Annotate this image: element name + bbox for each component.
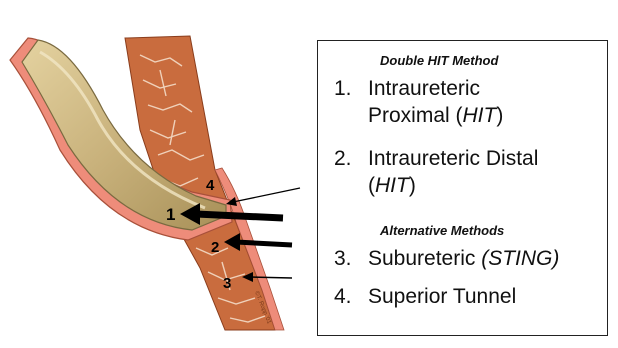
label-3: 3 [223,275,231,292]
item-line1: Intraureteric [368,77,480,100]
item-number: 3. [334,245,368,272]
item-number: 1. [334,75,368,102]
label-1: 1 [166,205,175,224]
heading-double-hit: Double HIT Method [380,53,498,68]
label-4: 4 [206,177,215,194]
item-number: 4. [334,283,368,310]
item-line2-em: HIT [375,174,409,197]
item-line2-end: ) [409,174,416,197]
item-line1: Subureteric [368,247,481,270]
item-line2-end: ) [496,104,503,127]
item-line1-em: (STING) [481,247,559,270]
legend-item-3: 3.Subureteric (STING) [334,245,559,272]
item-line2: ( [368,174,375,197]
ureter-illustration: 1 2 3 4 ©T. Ropp '01 [0,0,310,348]
item-line1: Intraureteric Distal [368,147,538,170]
legend-item-4: 4.Superior Tunnel [334,283,516,310]
heading-alternative: Alternative Methods [380,223,504,238]
item-number: 2. [334,145,368,172]
legend-item-2: 2.Intraureteric Distal (HIT) [334,145,538,199]
item-line2-em: HIT [463,104,497,127]
label-2: 2 [211,239,219,256]
item-line2: Proximal ( [368,104,463,127]
item-line1: Superior Tunnel [368,283,516,310]
